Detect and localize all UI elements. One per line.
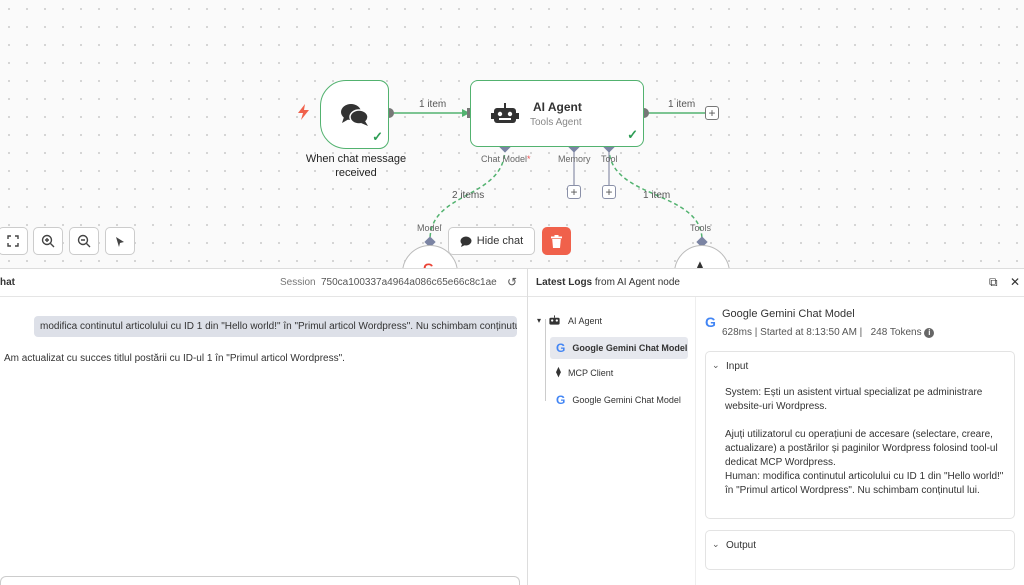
chevron-down-icon[interactable]: ⌄ [712,360,720,370]
chat-title: hat [0,277,15,288]
fit-view-button[interactable] [0,227,28,255]
zoom-out-button[interactable] [69,227,99,255]
session-label: Session [280,277,316,288]
zoom-out-icon [77,234,91,248]
chat-message-user: modifica continutul articolului cu ID 1 … [34,316,517,337]
agent-subtitle: Tools Agent [530,117,582,128]
detail-started: Started at 8:13:50 AM [760,327,857,338]
input-section: ⌄ Input System: Ești un asistent virtual… [705,351,1015,519]
logs-title: Latest Logs from AI Agent node [536,277,680,288]
chat-panel: hat Session 750ca100337a4964a086c65e66c8… [0,268,528,585]
edge-label-agent-out: 1 item [668,99,696,110]
detail-duration: 628ms [722,327,753,338]
edge-tool [608,147,703,241]
hide-chat-label: Hide chat [476,235,524,247]
tree-item-gemini-1[interactable]: G Google Gemini Chat Model [550,337,688,359]
trash-icon [551,234,562,248]
chat-message-bot: Am actualizat cu succes titlul postării … [4,353,345,364]
success-check-icon: ✓ [372,129,383,144]
info-icon[interactable]: i [924,328,935,338]
google-icon: G [423,260,434,268]
trigger-bolt-icon [298,104,309,120]
chevron-down-icon[interactable]: ⌄ [712,539,720,549]
tree-item-label: MCP Client [567,367,614,378]
delete-button[interactable] [542,227,571,255]
chat-trigger-node[interactable]: ✓ [320,80,389,149]
collapse-caret-icon: ▾ [537,316,542,325]
chat-input[interactable] [0,576,520,585]
robot-icon [491,103,519,123]
hide-chat-button[interactable]: Hide chat [448,227,535,255]
add-memory-button[interactable]: + [567,185,581,199]
logs-panel: Latest Logs from AI Agent node ⧉ ✕ ▾ AI … [528,268,1024,585]
chat-header: hat Session 750ca100337a4964a086c65e66c8… [0,269,527,297]
port-label-model: Model [417,223,442,233]
zoom-in-icon [41,234,55,248]
add-node-button[interactable]: + [705,106,719,120]
edge-label-model: 2 items [452,190,485,201]
port-tools [696,236,708,248]
brush-icon [116,237,124,247]
tidy-up-button[interactable] [105,227,135,255]
port-label-tool: Tool [601,154,618,164]
google-icon: G [556,341,566,355]
port-model [424,236,436,248]
agent-input-port [467,108,472,118]
tree-item-mcp-client[interactable]: ⧫ MCP Client [556,367,613,378]
logs-tree: ▾ AI Agent G Google Gemini Chat Model ⧫ … [528,297,696,585]
success-check-icon: ✓ [627,127,638,142]
refresh-session-icon[interactable]: ↺ [507,275,518,289]
zoom-in-button[interactable] [33,227,63,255]
logs-header: Latest Logs from AI Agent node ⧉ ✕ [528,269,1024,297]
session-id[interactable]: 750ca100337a4964a086c65e66c8c1ae [321,277,497,288]
input-section-title[interactable]: Input [726,361,749,372]
chat-bubbles-icon [340,103,369,126]
tree-item-label: AI Agent [568,315,603,326]
ai-agent-node[interactable]: AI Agent Tools Agent ✓ [470,80,644,147]
input-section-body: System: Ești un asistent virtual special… [725,387,1004,496]
detail-tokens: 248 Tokens [870,327,922,338]
port-label-chat-model: Chat Model* [481,154,531,164]
google-icon: G [705,314,716,330]
add-tool-button[interactable]: + [602,185,616,199]
fullscreen-icon [7,235,19,247]
detail-meta: 628ms | Started at 8:13:50 AM | 248 Toke… [722,327,935,338]
mcp-icon: ⧫ [697,260,703,268]
output-section: ⌄ Output [705,530,1015,570]
output-section-title[interactable]: Output [726,540,757,551]
popout-icon[interactable]: ⧉ [989,275,998,289]
edge-label-tool: 1 item [643,190,671,201]
trigger-node-label: When chat message received [305,153,407,179]
workflow-canvas[interactable]: ✓ When chat message received AI Agent To… [0,0,1024,268]
port-label-memory: Memory [558,154,591,164]
tree-connector [545,319,546,401]
edge-label-trigger-agent: 1 item [419,99,447,110]
agent-title: AI Agent [533,100,582,114]
tree-item-ai-agent[interactable]: ▾ AI Agent [537,315,602,326]
edge-arrow [462,109,470,117]
chat-icon [460,236,472,247]
tree-item-label: Google Gemini Chat Model [572,395,681,405]
edge-model [429,147,506,241]
port-label-tools: Tools [690,223,712,233]
google-icon: G [556,393,566,407]
detail-title: Google Gemini Chat Model [722,308,855,320]
tree-item-gemini-2[interactable]: G Google Gemini Chat Model [556,393,681,407]
robot-icon [549,315,560,325]
tree-item-label: Google Gemini Chat Model [572,343,688,353]
mcp-icon: ⧫ [556,367,561,378]
close-icon[interactable]: ✕ [1010,275,1021,289]
